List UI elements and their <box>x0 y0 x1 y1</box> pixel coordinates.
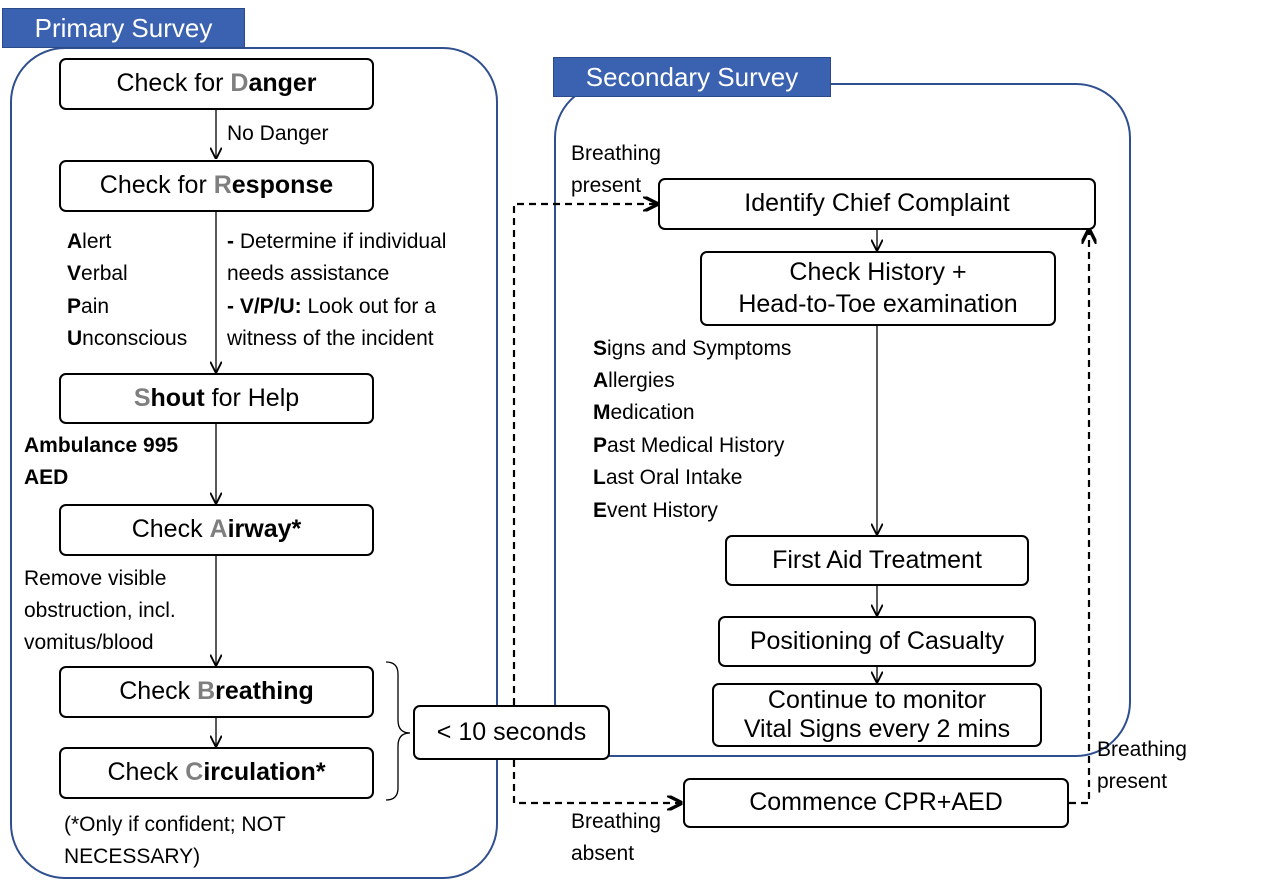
note-line: needs assistance <box>227 262 390 285</box>
positioning-casualty-box: Positioning of Casualty <box>718 616 1036 667</box>
response-key: R <box>213 171 232 200</box>
check-airway-box: Check Airway* <box>59 504 374 556</box>
sample-item: Event History <box>593 499 718 522</box>
danger-rest: anger <box>248 69 317 98</box>
sample-item: Medication <box>593 401 695 424</box>
avpu-item: Unconscious <box>67 327 188 350</box>
ambulance-line: Ambulance 995 <box>24 434 179 457</box>
breathing-key: B <box>197 677 216 706</box>
history-line: Head-to-Toe examination <box>738 289 1018 318</box>
secondary-survey-panel <box>554 83 1131 757</box>
first-aid-treatment-box: First Aid Treatment <box>725 535 1029 586</box>
circulation-key: C <box>185 758 204 787</box>
check-history-box: Check History + Head-to-Toe examination <box>700 251 1056 326</box>
avpu-item: Verbal <box>67 262 128 285</box>
dashed-arrow-to-cpr <box>512 760 681 803</box>
check-danger-box: Check for Danger <box>59 58 374 110</box>
sample-item: Last Oral Intake <box>593 466 743 489</box>
footnote-line: NECESSARY) <box>64 845 201 868</box>
shout-key: S <box>133 383 151 412</box>
label-line: present <box>571 174 642 197</box>
timer-box: < 10 seconds <box>413 705 610 760</box>
footnote-line: (*Only if confident; NOT <box>64 813 286 836</box>
sample-item: Allergies <box>593 369 675 392</box>
no-danger-label: No Danger <box>227 122 329 145</box>
note-line: - Determine if individual <box>227 230 447 253</box>
commence-cpr-box: Commence CPR+AED <box>683 778 1069 828</box>
breathing-bold: reathing <box>215 677 314 706</box>
label-line: Breathing <box>571 810 661 833</box>
obstruction-line: obstruction, incl. <box>24 599 176 622</box>
sample-item: Signs and Symptoms <box>593 337 792 360</box>
airway-key: A <box>209 515 228 544</box>
dashed-arrow-cpr-to-chief <box>1069 230 1089 805</box>
circulation-pre: Check <box>107 758 186 787</box>
response-pre: Check for <box>99 171 214 200</box>
obstruction-line: Remove visible <box>24 567 167 590</box>
primary-survey-panel <box>10 47 498 879</box>
response-rest: esponse <box>231 171 334 200</box>
monitor-line: Vital Signs every 2 mins <box>743 715 1011 743</box>
circulation-bold: irculation* <box>203 758 326 787</box>
note-line: witness of the incident <box>227 327 434 350</box>
avpu-item: Alert <box>67 230 112 253</box>
breathing-pre: Check <box>119 677 198 706</box>
shout-for-help-box: Shout for Help <box>59 373 374 424</box>
danger-pre: Check for <box>116 69 231 98</box>
label-line: present <box>1097 770 1168 793</box>
history-line: Check History + <box>789 258 967 287</box>
shout-bold: hout <box>150 383 205 412</box>
airway-pre: Check <box>131 515 210 544</box>
check-response-box: Check for Response <box>59 160 374 212</box>
primary-survey-header: Primary Survey <box>2 8 245 48</box>
timer-bracket <box>385 661 411 801</box>
label-line: absent <box>571 842 635 865</box>
sample-item: Past Medical History <box>593 434 785 457</box>
avpu-item: Pain <box>67 295 110 318</box>
check-circulation-box: Check Circulation* <box>59 747 374 799</box>
continue-monitor-box: Continue to monitor Vital Signs every 2 … <box>712 683 1042 747</box>
airway-bold: irway* <box>227 515 302 544</box>
note-line: - V/P/U: Look out for a <box>227 295 436 318</box>
identify-chief-complaint-box: Identify Chief Complaint <box>658 178 1096 230</box>
danger-key: D <box>230 69 249 98</box>
monitor-line: Continue to monitor <box>767 686 987 715</box>
check-breathing-box: Check Breathing <box>59 666 374 718</box>
label-line: Breathing <box>571 142 661 165</box>
secondary-survey-header: Secondary Survey <box>553 57 831 97</box>
aed-line: AED <box>24 466 69 489</box>
label-line: Breathing <box>1097 738 1187 761</box>
obstruction-line: vomitus/blood <box>24 631 154 654</box>
shout-rest: for Help <box>204 383 300 412</box>
